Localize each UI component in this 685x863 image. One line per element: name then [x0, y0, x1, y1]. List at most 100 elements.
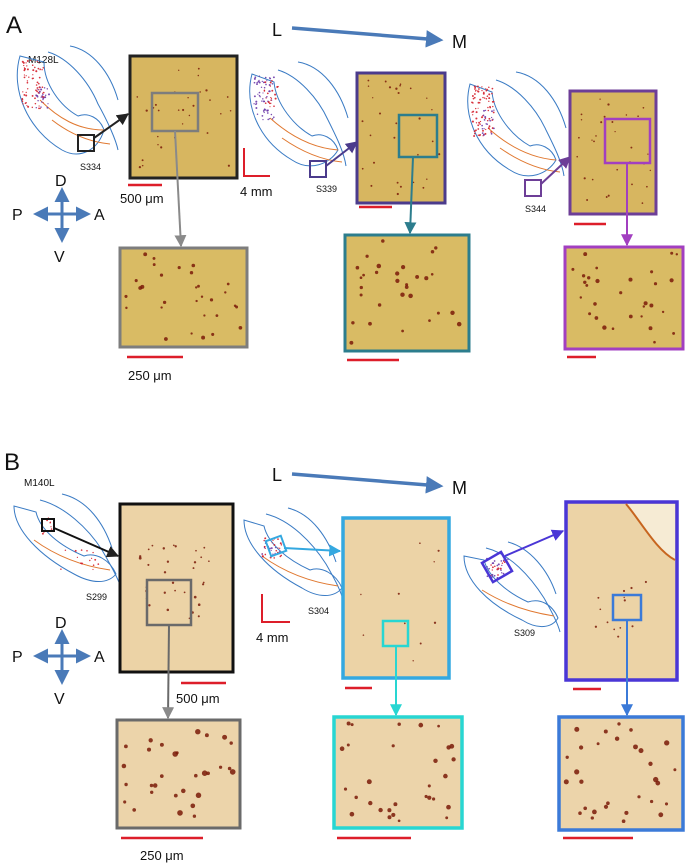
stained-cell [350, 723, 354, 727]
tracer-dot [38, 92, 40, 94]
panel-b-zoom-2 [332, 715, 464, 830]
tracer-dot [263, 108, 266, 111]
tracer-dot [490, 116, 493, 119]
stained-cell [591, 139, 593, 141]
tracer-dot [42, 91, 45, 94]
panel-b-section-2-label: S304 [308, 606, 329, 616]
panel-b-scale-large-label: 500 μm [176, 691, 220, 706]
tracer-dot [474, 132, 476, 135]
tracer-dot [277, 538, 279, 540]
stained-cell [354, 795, 358, 800]
tracer-dot [42, 93, 44, 96]
stained-cell [630, 146, 633, 149]
panel-b-axis-m: M [452, 478, 467, 498]
stained-cell [192, 814, 197, 818]
stained-cell [426, 97, 428, 99]
stained-cell [445, 816, 449, 820]
tracer-dot [482, 114, 485, 116]
tracer-dot [38, 76, 41, 79]
stained-cell [149, 783, 154, 788]
stained-cell [215, 314, 219, 317]
stained-cell [628, 277, 633, 282]
tracer-dot [28, 76, 30, 78]
tracer-dot [262, 555, 264, 558]
stained-cell [397, 722, 401, 726]
panel-a-zoom-arrow-1 [174, 130, 187, 248]
stained-cell [378, 807, 383, 813]
stained-cell [202, 581, 205, 584]
panel-a-compass-a: A [94, 207, 105, 224]
panel-b-section-2-dots [261, 537, 283, 559]
panel-a-overview-scale-label: 4 mm [240, 184, 273, 199]
stained-cell [343, 787, 348, 791]
stained-cell [409, 87, 412, 90]
stained-cell [197, 284, 200, 288]
stained-cell [191, 263, 196, 268]
stained-cell [443, 773, 448, 779]
tracer-dot [26, 60, 29, 62]
tracer-dot [41, 92, 44, 94]
tracer-dot [60, 568, 62, 570]
stained-cell [631, 183, 633, 186]
stained-cell [611, 327, 615, 330]
stained-cell [603, 729, 608, 734]
stained-cell [642, 106, 645, 109]
panel-a-section-3-roi [524, 179, 542, 197]
tracer-dot [274, 93, 277, 96]
stained-cell [664, 802, 669, 806]
stained-cell [600, 121, 603, 124]
tracer-dot [26, 105, 28, 107]
tracer-dot [271, 542, 273, 544]
stained-cell [613, 628, 616, 631]
stained-cell [190, 332, 193, 335]
stained-cell [670, 251, 674, 255]
tracer-dot [273, 543, 276, 546]
stained-cell [157, 135, 159, 138]
stained-cell [367, 85, 370, 87]
stained-cell [197, 74, 200, 77]
tracer-dot [272, 116, 275, 119]
tracer-dot [479, 123, 481, 125]
stained-cell [669, 278, 674, 283]
stained-cell [401, 265, 406, 270]
tracer-dot [32, 74, 34, 76]
tracer-dot [486, 575, 489, 578]
tracer-dot [23, 74, 25, 76]
tracer-dot [44, 96, 47, 99]
tracer-dot [473, 96, 476, 99]
stained-cell [346, 743, 350, 747]
tracer-dot [503, 561, 506, 563]
tracer-dot [39, 68, 42, 70]
tracer-dot [266, 95, 268, 98]
tracer-dot [257, 80, 260, 83]
stained-cell [653, 340, 656, 344]
stained-cell [193, 595, 197, 599]
panel-a-connector-2 [325, 141, 358, 167]
stained-cell [388, 86, 392, 89]
tracer-dot [255, 107, 258, 109]
tracer-dot [493, 574, 496, 577]
tracer-dot [482, 133, 485, 136]
tracer-dot [473, 130, 476, 133]
stained-cell [396, 192, 399, 196]
stained-cell [621, 819, 626, 824]
tracer-dot [482, 129, 484, 132]
panel-a-scale-small-label: 250 μm [128, 368, 172, 383]
stained-cell [384, 80, 387, 83]
tracer-dot [271, 82, 274, 85]
tracer-dot [47, 103, 49, 105]
stained-cell [579, 779, 584, 784]
stained-cell [203, 314, 206, 317]
tracer-dot [471, 111, 473, 113]
tracer-dot [23, 64, 25, 67]
stained-cell [611, 121, 614, 123]
panel-a-zoom-2 [343, 233, 471, 353]
stained-cell [187, 96, 189, 99]
tracer-dot [253, 81, 256, 84]
tracer-dot [260, 86, 263, 89]
stained-cell [650, 270, 654, 274]
tracer-dot [493, 560, 496, 562]
tracer-dot [487, 109, 490, 112]
tracer-dot [266, 80, 268, 82]
tracer-dot [482, 96, 484, 99]
